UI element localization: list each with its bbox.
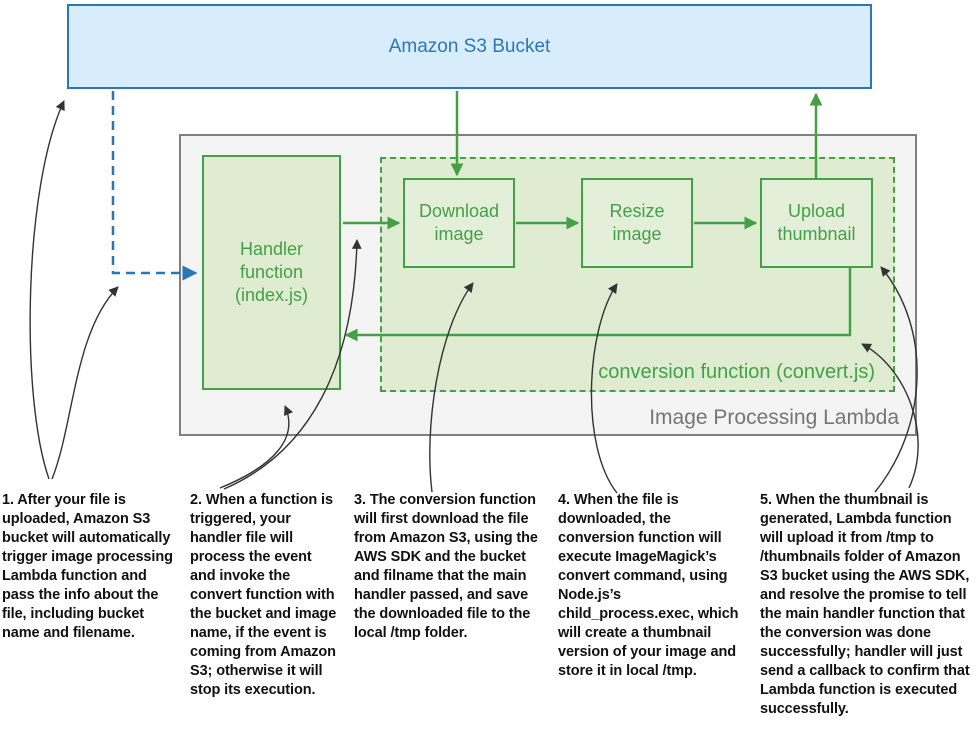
download-image-label: Download image [418,200,500,244]
handler-function-box: Handler function (index.js) [202,155,341,390]
download-image-box: Download image [403,178,515,268]
upload-thumbnail-label: Upload thumbnail [777,200,856,244]
annotation-step-5: 5. When the thumbnail is generated, Lamb… [760,492,970,717]
annotation-step-2: 2. When a function is triggered, your ha… [190,492,337,698]
s3-bucket-box: Amazon S3 Bucket [67,4,872,89]
pointer-annotation1-to-trigger-line [51,286,119,480]
resize-image-box: Resize image [581,178,693,268]
lambda-container-label: Image Processing Lambda [649,406,899,429]
handler-function-label: Handler function (index.js) [234,238,309,306]
resize-image-label: Resize image [609,200,665,244]
annotation-step-4: 4. When the file is downloaded, the conv… [558,492,739,679]
s3-bucket-label: Amazon S3 Bucket [388,35,551,57]
pointer-annotation1-to-s3 [29,100,65,480]
upload-thumbnail-box: Upload thumbnail [760,178,873,268]
annotation-step-3: 3. The conversion function will first do… [354,492,538,641]
conversion-function-label: conversion function (convert.js) [598,361,875,383]
annotation-step-1: 1. After your file is uploaded, Amazon S… [2,492,173,641]
